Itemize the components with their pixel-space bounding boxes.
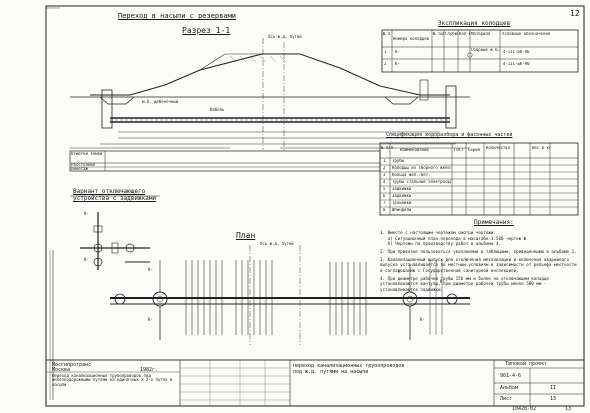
wells-row2-well: К- (395, 62, 400, 66)
album-number: II (550, 385, 557, 391)
wells-row2-num: 2 (384, 62, 387, 66)
spec-row-num: 2 (383, 166, 386, 170)
track-axis-label: Ось ж.д. путей (268, 34, 302, 39)
plan-well-label: К- (148, 267, 153, 272)
spec-header-name: Наименование (400, 148, 429, 152)
plan-title: План (236, 231, 256, 240)
wells-header-material: Материал (471, 32, 491, 36)
spec-row-name: Шпиндели (392, 208, 412, 212)
note-item: 2. При привязке пользоваться указаниями … (380, 249, 577, 255)
spec-row-name: Трубы стальные электросварные (392, 180, 451, 184)
wells-row1-num: 1 (384, 50, 387, 54)
footer-code: 10428-02 (512, 406, 537, 412)
cable-label: Кабель (210, 107, 225, 112)
wells-row1-material: Сборные ж.б. кольца (471, 48, 500, 52)
sheet-number-block: 13 (550, 396, 557, 402)
note-item: 4. При диаметре рабочей трубы 150 мм и б… (380, 275, 549, 293)
notes-title: Примечания: (474, 219, 514, 226)
plan-well-label: К- (84, 257, 89, 262)
org-name: Мосгипротранс (52, 362, 92, 368)
spec-header-weight: Вес в кг (532, 146, 552, 150)
note-item: 3. Канализационный выпуск для отключения… (380, 256, 577, 274)
spec-row-name: Тройники (392, 201, 412, 205)
spec-row-name: Колодцы из сборного железобетона (392, 166, 451, 170)
profile-row-label-elev: Отметки земли и заложение полотна (71, 152, 103, 156)
wells-row2-symbol: 4-III-БК-90 (503, 62, 530, 66)
wells-header-depth: Глубина колодцев (445, 32, 458, 36)
plan-well-label: К- (398, 269, 403, 274)
notes-list: 1. Вместе с настоящим чертежом смотри че… (380, 230, 580, 293)
wells-header-names: Номера колодцев (393, 37, 430, 41)
note-item: а) Ситуационный план перехода в масштабе… (380, 235, 527, 241)
org-city: Москва (52, 367, 71, 373)
wells-header-types: № типов колодцев (433, 32, 444, 36)
plan-well-label: К- (420, 317, 425, 322)
wells-row1-well: К- (395, 50, 400, 54)
plan-well-label: К- (148, 317, 153, 322)
type-project-label: Типовой проект (505, 361, 548, 367)
wells-row1-symbol: 4-III-БК-96 (503, 50, 530, 54)
plan-axis-label: Ось ж.д. путей (260, 241, 294, 246)
sheet-number: 12 (570, 9, 580, 18)
note-item: б) Чертежи по производству работ в альбо… (380, 241, 502, 247)
spec-header-qty: Количество (486, 146, 511, 150)
project-number: 901-4-6 (500, 373, 522, 379)
drawing-title-block: Переход канализационных трубопроводов по… (293, 364, 405, 375)
plan-well-label: К- (84, 211, 89, 216)
spec-header-num: № п/п (381, 146, 394, 150)
spec-row-num: 3 (383, 173, 386, 177)
wells-header-num: № п/п (383, 32, 391, 36)
org-year: 1982г. (140, 367, 159, 373)
variant-title: Вариант отключающего устройства с задвиж… (73, 188, 157, 203)
spec-row-num: 7 (383, 201, 386, 205)
wells-header-qty: Кол-во шт. (459, 32, 470, 36)
wells-table-title: Экспликация колодцев (438, 20, 511, 27)
profile-row-label-dist: Расстояния (71, 163, 96, 167)
spec-row-num: 8 (383, 208, 386, 212)
spec-row-name: Задвижки (392, 194, 412, 198)
spec-header-gost: ГОСТ (454, 148, 464, 152)
spec-row-name: Задвижки (392, 187, 412, 191)
album-label: Альбом (500, 385, 519, 391)
plan-well-label: К- (440, 279, 445, 284)
spec-row-num: 1 (383, 159, 386, 163)
spec-row-name: Кольца жел.-бет. (392, 173, 431, 177)
section-title: Разрез 1-1 (182, 26, 231, 35)
spec-row-name: Трубы (392, 159, 405, 163)
spec-row-num: 5 (383, 187, 386, 191)
project-description: Переход канализационных трубопроводов по… (52, 374, 173, 387)
ballast-label: м.б. щебеночный (142, 99, 179, 104)
profile-row-label-picket: Пикетаж (71, 167, 88, 171)
wells-header-symbols: Условные обозначения (502, 32, 551, 36)
spec-row-num: 6 (383, 194, 386, 198)
sheet-label: Лист (500, 396, 513, 402)
drawing-title: Переход в насыпи с резервами (118, 12, 237, 20)
spec-row-num: 4 (383, 180, 386, 184)
spec-table-title: Спецификация водоразбора и фасонных част… (386, 132, 513, 138)
spec-header-series: Серия (468, 148, 481, 152)
footer-page: 13 (565, 406, 572, 412)
note-item: 1. Вместе с настоящим чертежом смотри че… (380, 230, 496, 235)
